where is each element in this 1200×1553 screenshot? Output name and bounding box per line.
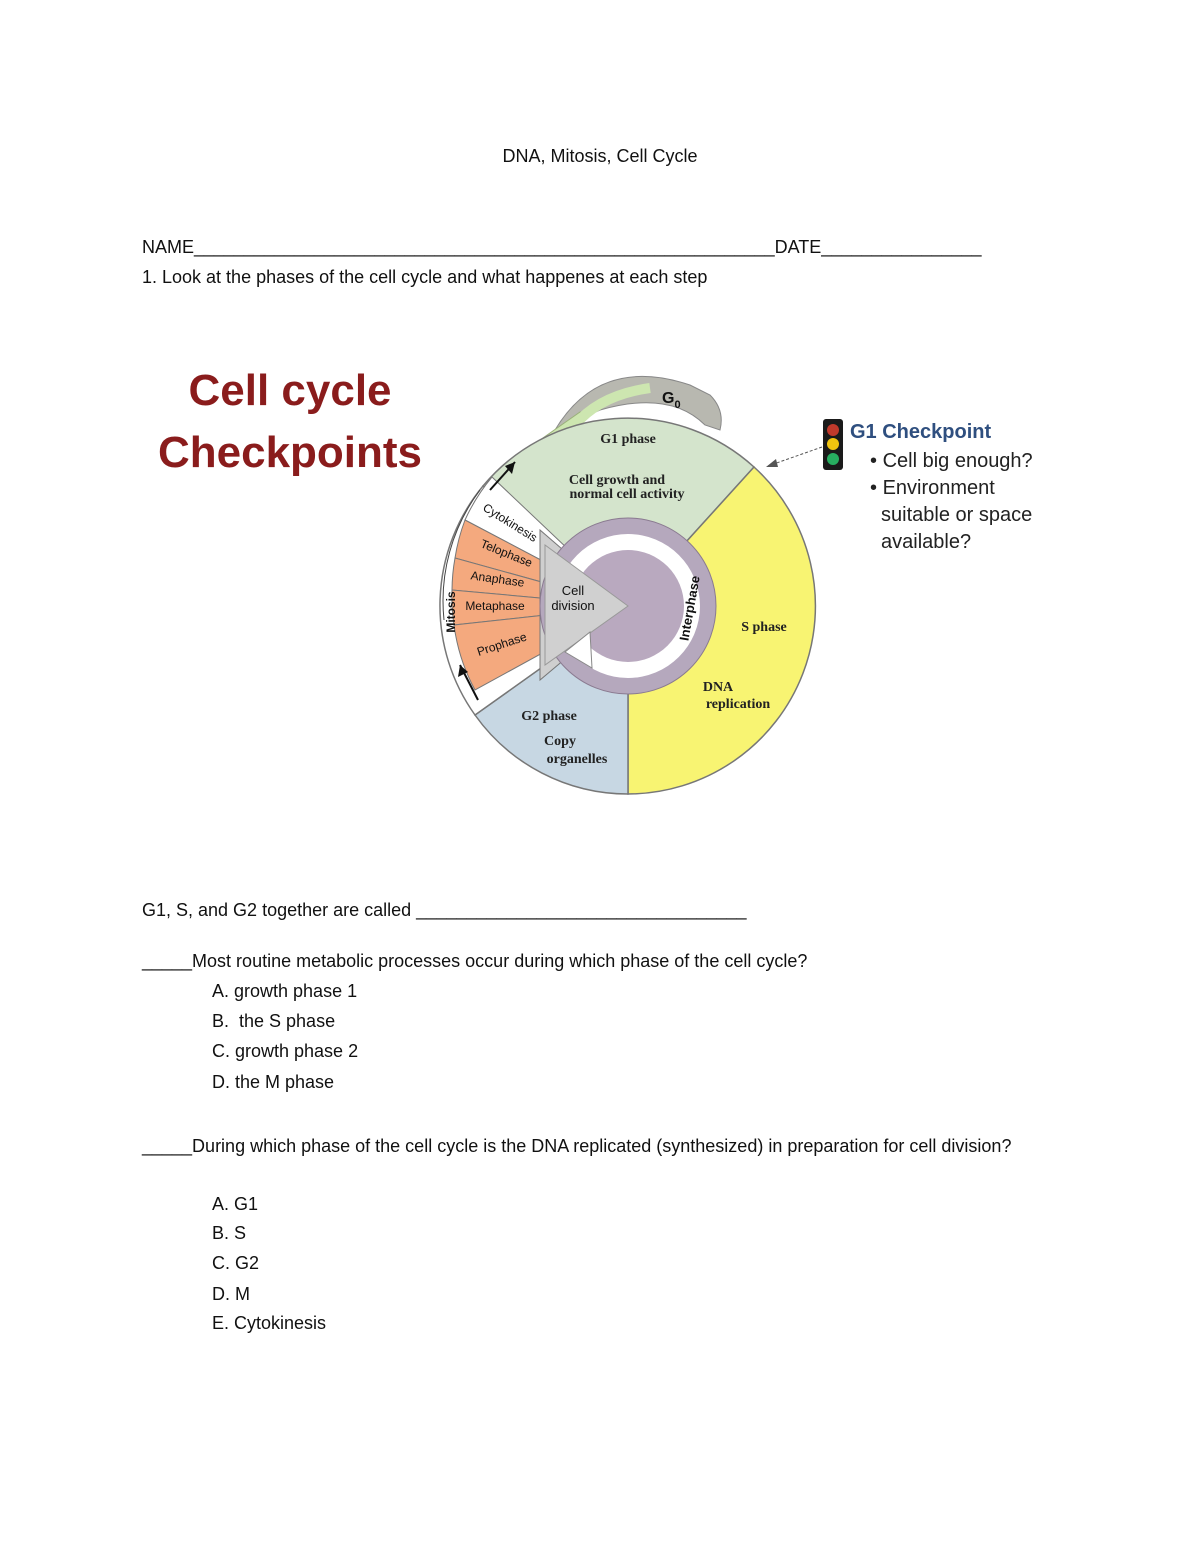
question-3-option-d: D. the M phase: [212, 1072, 335, 1092]
g1-phase-label: G1 phase: [600, 432, 656, 447]
document-title: DNA, Mitosis, Cell Cycle: [502, 146, 698, 166]
g1-sector: [481, 417, 756, 608]
g0-label: G0: [662, 390, 681, 411]
g1-desc-line1: Cell growth and: [569, 473, 665, 488]
question-4-option-c: C. G2: [212, 1253, 260, 1273]
question-4-stem: _____During which phase of the cell cycl…: [142, 1136, 1012, 1156]
checkpoint-bullet2-line3: available?: [881, 531, 971, 553]
checkpoint-title: G1 Checkpoint: [850, 421, 991, 443]
arrowhead-top-icon: [505, 462, 515, 474]
question-4-option-e: E. Cytokinesis: [212, 1313, 327, 1333]
question-4-option-b: B. S: [212, 1223, 247, 1243]
question-2: G1, S, and G2 together are called ______…: [142, 900, 747, 920]
question-3-stem: _____Most routine metabolic processes oc…: [142, 951, 808, 971]
mitosis-ring: [442, 489, 481, 621]
s-sector: [627, 465, 817, 795]
traffic-light-red: [827, 424, 839, 436]
diagram-title-line1: Cell cycle: [188, 366, 391, 415]
g0-arrow-body: [571, 383, 651, 429]
checkpoint-bullet2-line2: suitable or space: [881, 504, 1032, 526]
name-date-line[interactable]: NAME____________________________________…: [142, 237, 982, 257]
question-4-option-a: A. G1: [212, 1194, 259, 1214]
metaphase-label: Metaphase: [465, 599, 525, 613]
g1-desc-line2: normal cell activity: [569, 487, 684, 502]
dna-label-line1: DNA: [703, 680, 734, 695]
traffic-light-green: [827, 453, 839, 465]
cell-division-line2: division: [551, 598, 594, 613]
question-3-option-a: A. growth phase 1: [212, 981, 358, 1001]
diagram-title-line2: Checkpoints: [158, 428, 422, 477]
question-3-option-c: C. growth phase 2: [212, 1041, 359, 1061]
g2-phase-label: G2 phase: [521, 709, 577, 724]
cell-division-line1: Cell: [562, 583, 585, 598]
traffic-light-yellow: [827, 438, 839, 450]
mitosis-label: Mitosis: [444, 591, 458, 633]
checkpoint-bullet2: • Environment: [870, 477, 995, 499]
checkpoint-pointer-head-icon: [766, 459, 778, 467]
interphase-arrowhead-icon: [564, 631, 593, 669]
g2-desc-line1: Copy: [544, 734, 576, 749]
question-4-option-d: D. M: [212, 1284, 250, 1304]
question-3-option-b: B. the S phase: [212, 1011, 336, 1031]
g2-desc-line2: organelles: [547, 752, 608, 767]
checkpoint-pointer: [767, 446, 823, 467]
cell-cycle-diagram: Cell cycle Checkpoints G0 G1 phase Cell …: [158, 366, 1033, 795]
s-phase-label: S phase: [741, 620, 787, 635]
arrowhead-bottom-icon: [458, 665, 468, 677]
dna-label-line2: replication: [706, 697, 771, 712]
checkpoint-bullet1: • Cell big enough?: [870, 450, 1033, 472]
question-1: 1. Look at the phases of the cell cycle …: [142, 267, 708, 287]
